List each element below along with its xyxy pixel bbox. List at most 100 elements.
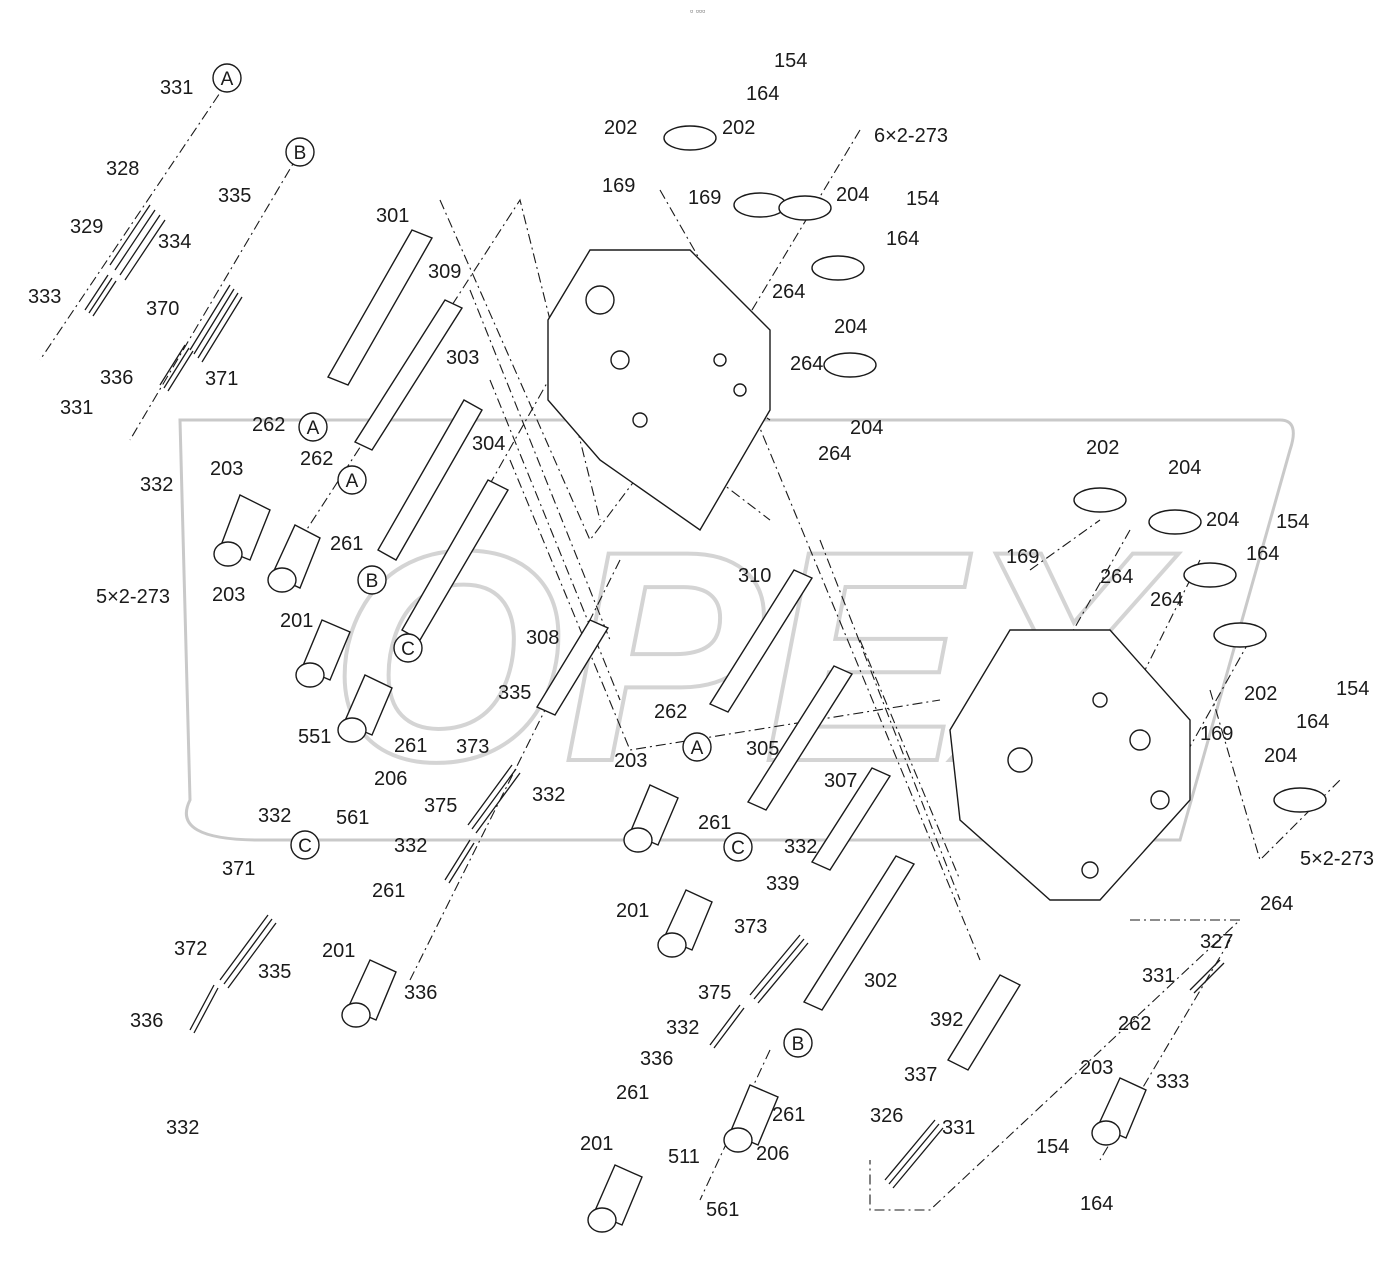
part-label: 201 [280,610,313,632]
part-label: 206 [374,768,407,790]
svg-text:A: A [221,69,234,90]
part-label: 332 [666,1017,699,1039]
part-label: 375 [698,982,731,1004]
part-label: 202 [1244,683,1277,705]
part-label: 331 [1142,965,1175,987]
part-label: 332 [166,1117,199,1139]
part-label: 202 [1086,437,1119,459]
springs [84,204,1225,1189]
part-label: 372 [174,938,207,960]
part-label: 154 [906,188,939,210]
part-label: 262 [300,448,333,470]
ref-circle-a: A [682,732,712,762]
part-label: 310 [738,565,771,587]
part-label: 203 [1080,1057,1113,1079]
part-label: 335 [498,682,531,704]
part-label: 336 [640,1048,673,1070]
part-label: 307 [824,770,857,792]
part-label: 261 [698,812,731,834]
part-label: 5×2-273 [96,586,170,608]
part-label: 370 [146,298,179,320]
part-label: 332 [394,835,427,857]
ref-circle-c: C [290,830,320,860]
header-mark: ▫ ▫▫▫ [690,6,705,16]
part-label: 332 [258,805,291,827]
part-label: 261 [616,1082,649,1104]
part-label: 337 [904,1064,937,1086]
ref-circle-b: B [783,1028,813,1058]
part-label: 373 [734,916,767,938]
spools [326,229,1021,1071]
part-label: 305 [746,738,779,760]
part-label: 204 [850,417,883,439]
part-label: 264 [1100,566,1133,588]
part-label: 204 [1168,457,1201,479]
ref-circle-c: C [393,633,423,663]
part-label: 261 [772,1104,805,1126]
part-label: 332 [784,836,817,858]
part-label: 264 [818,443,851,465]
part-label: 164 [886,228,919,250]
part-label: 373 [456,736,489,758]
part-label: 201 [322,940,355,962]
ref-circle-a: A [298,412,328,442]
part-label: 201 [580,1133,613,1155]
ref-circle-a: A [337,465,367,495]
part-label: 262 [654,701,687,723]
cover-flanges [663,125,1327,813]
part-label: 154 [1276,511,1309,533]
part-label: 392 [930,1009,963,1031]
part-label: 264 [772,281,805,303]
svg-text:A: A [307,418,320,439]
part-label: 332 [140,474,173,496]
part-label: 304 [472,433,505,455]
part-label: 202 [722,117,755,139]
part-label: 204 [836,184,869,206]
part-label: 154 [1336,678,1369,700]
part-label: 336 [404,982,437,1004]
part-label: 327 [1200,931,1233,953]
part-label: 206 [756,1143,789,1165]
part-label: 561 [336,807,369,829]
valve-body-upper [547,249,771,532]
part-label: 331 [160,77,193,99]
part-label: 328 [106,158,139,180]
part-label: 371 [205,368,238,390]
svg-text:B: B [294,143,307,164]
part-label: 169 [1200,723,1233,745]
part-label: 331 [942,1117,975,1139]
part-label: 336 [100,367,133,389]
part-label: 331 [60,397,93,419]
part-label: 308 [526,627,559,649]
svg-text:A: A [691,738,704,759]
part-label: 203 [210,458,243,480]
svg-text:C: C [731,838,745,859]
part-label: 301 [376,205,409,227]
part-label: 264 [1260,893,1293,915]
part-label: 264 [790,353,823,375]
part-label: 154 [1036,1136,1069,1158]
part-label: 333 [1156,1071,1189,1093]
part-label: 551 [298,726,331,748]
part-label: 335 [218,185,251,207]
ref-circle-a: A [212,63,242,93]
part-label: 371 [222,858,255,880]
part-label: 204 [834,316,867,338]
part-label: 154 [774,50,807,72]
ref-circle-c: C [723,832,753,862]
part-label: 262 [1118,1013,1151,1035]
part-label: 6×2-273 [874,125,948,147]
svg-text:B: B [792,1034,805,1055]
part-label: 5×2-273 [1300,848,1374,870]
part-label: 164 [1246,543,1279,565]
valve-body-lower [949,629,1191,901]
part-label: 169 [688,187,721,209]
svg-text:B: B [366,571,379,592]
part-label: 309 [428,261,461,283]
part-label: 261 [394,735,427,757]
part-label: 204 [1264,745,1297,767]
part-label: 203 [614,750,647,772]
part-label: 202 [604,117,637,139]
